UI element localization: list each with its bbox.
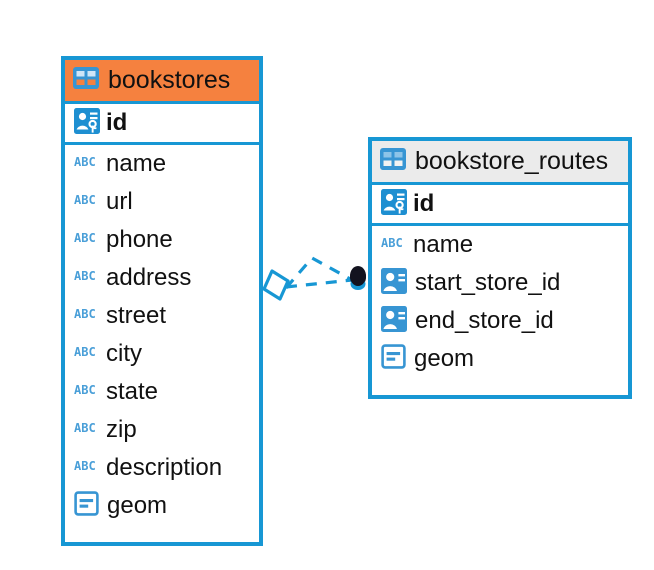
entity-title: bookstores — [108, 66, 231, 94]
field-label: name — [413, 231, 474, 258]
entity-bookstore-routes[interactable]: bookstore_routes id — [368, 137, 632, 399]
primary-key-section-bookstores: id — [65, 104, 259, 145]
table-icon — [380, 148, 406, 175]
field-label: geom — [414, 345, 475, 372]
field-row-street[interactable]: ABC street — [65, 297, 259, 335]
field-label: address — [106, 264, 192, 291]
text-abc-icon: ABC — [74, 155, 98, 174]
field-section-bookstores: ABC name ABC url ABC p — [65, 145, 259, 525]
entity-bookstores[interactable]: bookstores id — [61, 56, 263, 546]
field-label: city — [106, 340, 142, 367]
field-label: phone — [106, 226, 173, 253]
field-row-state[interactable]: ABC state — [65, 373, 259, 411]
field-label: state — [106, 378, 159, 405]
text-abc-icon: ABC — [74, 193, 98, 212]
text-abc-icon: ABC — [74, 345, 98, 364]
geometry-icon — [74, 491, 99, 521]
field-row-geom[interactable]: geom — [372, 340, 628, 378]
entity-title: bookstore_routes — [415, 147, 609, 175]
field-row-phone[interactable]: ABC phone — [65, 221, 259, 259]
entity-header-bookstores[interactable]: bookstores — [65, 60, 259, 104]
text-abc-icon: ABC — [74, 307, 98, 326]
text-abc-icon: ABC — [74, 421, 98, 440]
field-row-geom[interactable]: geom — [65, 487, 259, 525]
svg-text:ABC: ABC — [74, 421, 96, 435]
field-label: street — [106, 302, 167, 329]
svg-text:ABC: ABC — [74, 193, 96, 207]
text-abc-icon: ABC — [74, 383, 98, 402]
svg-text:ABC: ABC — [74, 155, 96, 169]
field-section-bookstore-routes: ABC name start_store_id — [372, 226, 628, 378]
svg-text:ABC: ABC — [381, 236, 403, 250]
text-abc-icon: ABC — [381, 236, 405, 255]
field-label: start_store_id — [415, 269, 561, 296]
field-row-id[interactable]: id — [372, 185, 628, 223]
field-row-name[interactable]: ABC name — [372, 226, 628, 264]
entity-header-bookstore-routes[interactable]: bookstore_routes — [372, 141, 628, 185]
svg-text:ABC: ABC — [74, 307, 96, 321]
svg-text:ABC: ABC — [74, 459, 96, 473]
filled-circle-marker-accent — [350, 278, 366, 290]
text-abc-icon: ABC — [74, 459, 98, 478]
field-label: id — [413, 190, 435, 217]
field-label: url — [106, 188, 133, 215]
foreign-key-icon — [381, 305, 407, 337]
svg-text:ABC: ABC — [74, 345, 96, 359]
field-label: name — [106, 150, 167, 177]
primary-key-section-bookstore-routes: id — [372, 185, 628, 226]
table-icon — [73, 67, 99, 94]
field-row-start-store-id[interactable]: start_store_id — [372, 264, 628, 302]
svg-text:ABC: ABC — [74, 383, 96, 397]
field-row-id[interactable]: id — [65, 104, 259, 142]
field-label: description — [106, 454, 223, 481]
field-row-end-store-id[interactable]: end_store_id — [372, 302, 628, 340]
relationship-line-lower — [285, 278, 353, 289]
geometry-icon — [381, 344, 406, 374]
filled-circle-marker — [350, 267, 366, 287]
primary-key-icon — [381, 188, 407, 220]
svg-text:ABC: ABC — [74, 269, 96, 283]
field-label: geom — [107, 492, 168, 519]
svg-text:ABC: ABC — [74, 231, 96, 245]
field-label: end_store_id — [415, 307, 554, 334]
field-row-zip[interactable]: ABC zip — [65, 411, 259, 449]
filled-circle-marker-top — [350, 266, 366, 286]
field-row-name[interactable]: ABC name — [65, 145, 259, 183]
text-abc-icon: ABC — [74, 269, 98, 288]
field-label: id — [106, 109, 128, 136]
foreign-key-icon — [381, 267, 407, 299]
field-row-description[interactable]: ABC description — [65, 449, 259, 487]
relationship-line-upper — [284, 255, 353, 290]
primary-key-icon — [74, 107, 100, 139]
field-row-url[interactable]: ABC url — [65, 183, 259, 221]
field-row-city[interactable]: ABC city — [65, 335, 259, 373]
text-abc-icon: ABC — [74, 231, 98, 250]
field-row-address[interactable]: ABC address — [65, 259, 259, 297]
field-label: zip — [106, 416, 137, 443]
diamond-marker — [262, 269, 290, 301]
